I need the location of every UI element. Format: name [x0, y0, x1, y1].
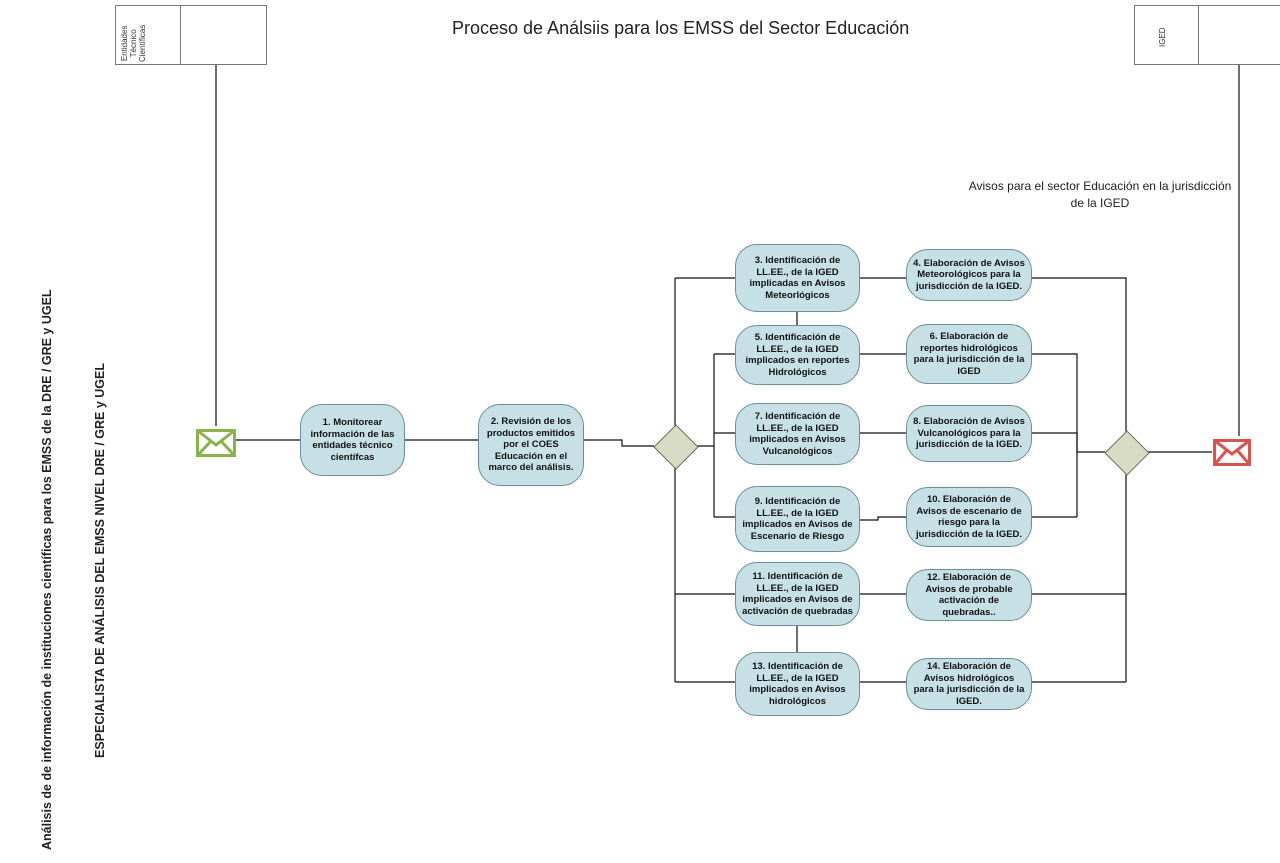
output-annotation: Avisos para el sector Educación en la ju… [968, 179, 1232, 210]
edge-iged-to-end [1199, 34, 1240, 436]
edge-t9-t10 [860, 516, 906, 521]
task-4-elaboracion-meteorologicos: 4. Elaboración de Avisos Meteorológicos … [906, 249, 1032, 301]
lane-label: ESPECIALISTA DE ANÁLISIS DEL EMSS NIVEL … [93, 363, 107, 758]
task-11-identificacion-quebradas: 11. Identificación de LL.EE., de la IGED… [735, 562, 860, 626]
diagram-title: Proceso de Análsiis para los EMSS del Se… [452, 18, 910, 38]
edge-t6-merge [1032, 353, 1078, 517]
task-1-monitorear: 1. Monitorear información de las entidad… [300, 404, 405, 476]
task-9-identificacion-escenario-riesgo: 9. Identificación de LL.EE., de la IGED … [735, 486, 860, 552]
edge-t8-merge [1032, 432, 1105, 453]
task-3-identificacion-meteorologicos: 3. Identificación de LL.EE., de la IGED … [735, 244, 860, 312]
task-12-elaboracion-quebradas: 12. Elaboración de Avisos de probable ac… [906, 569, 1032, 621]
pool-iged: IGED [1134, 5, 1280, 65]
task-2-revision: 2. Revisión de los productos emitidos po… [478, 404, 584, 486]
task-14-elaboracion-hidrologicos: 14. Elaboración de Avisos hidrológicos p… [906, 658, 1032, 710]
task-13-identificacion-hidrologicos: 13. Identificación de LL.EE., de la IGED… [735, 652, 860, 716]
task-5-identificacion-hidrologicos: 5. Identificación de LL.EE., de la IGED … [735, 325, 860, 385]
end-message-event-icon [1213, 439, 1251, 466]
task-7-identificacion-vulcanologicos: 7. Identificación de LL.EE., de la IGED … [735, 403, 860, 465]
edge-t4-merge [1032, 277, 1127, 682]
pool-iged-label: IGED [1158, 27, 1167, 47]
task-10-elaboracion-escenario-riesgo: 10. Elaboración de Avisos de escenario d… [906, 487, 1032, 547]
edge-t2-to-split [584, 439, 654, 447]
task-8-elaboracion-vulcanologicos: 8. Elaboración de Avisos Vulcanológicos … [906, 405, 1032, 462]
outer-swimlane-label: Análisis de de información de institucio… [40, 289, 54, 850]
start-message-event-icon [196, 429, 236, 457]
task-6-elaboracion-reportes: 6. Elaboración de reportes hidrológicos … [906, 324, 1032, 384]
pool-entidades-tecnico-cientificas: Entidades Técnico Científicas [115, 5, 267, 65]
pool-entidades-label: Entidades Técnico Científicas [120, 24, 147, 62]
